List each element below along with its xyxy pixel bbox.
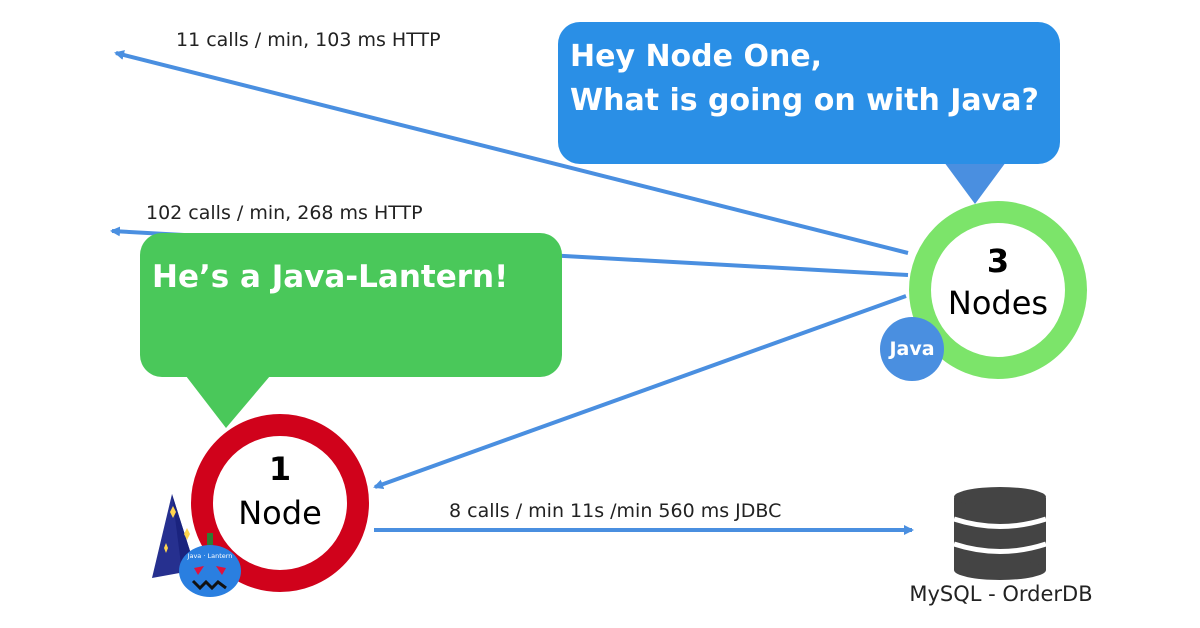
node-three-count: 3	[986, 242, 1010, 280]
node-three-unit: Nodes	[947, 284, 1049, 322]
edge-label-mid-left: 102 calls / min, 268 ms HTTP	[146, 202, 423, 224]
speech-bubble-blue: Hey Node One, What is going on with Java…	[558, 22, 1060, 164]
arrow-three-to-one	[373, 294, 907, 489]
arrow-to-top-left	[114, 50, 909, 255]
speech-green-line1: He’s a Java-Lantern!	[152, 259, 509, 295]
pumpkin-label: Java · Lantern	[187, 552, 233, 560]
java-badge[interactable]: Java	[889, 338, 935, 360]
pumpkin-icon: Java · Lantern	[179, 533, 241, 597]
node-one-ring[interactable]	[191, 414, 369, 592]
node-one-unit: Node	[238, 494, 322, 532]
node-three-ring[interactable]	[909, 201, 1087, 379]
edge-label-one-to-db: 8 calls / min 11s /min 560 ms JDBC	[449, 500, 782, 522]
edge-label-top-left: 11 calls / min, 103 ms HTTP	[176, 29, 441, 51]
database-icon	[953, 487, 1047, 580]
speech-blue-line2: What is going on with Java?	[570, 83, 1039, 118]
database-label: MySQL - OrderDB	[909, 582, 1093, 606]
java-badge-circle	[880, 317, 944, 381]
green-bubble-tail	[186, 376, 270, 428]
node-one-count: 1	[268, 450, 292, 488]
speech-blue-line1: Hey Node One,	[570, 39, 823, 74]
speech-bubble-green: He’s a Java-Lantern!	[140, 233, 562, 377]
blue-bubble-tail	[944, 162, 1006, 204]
